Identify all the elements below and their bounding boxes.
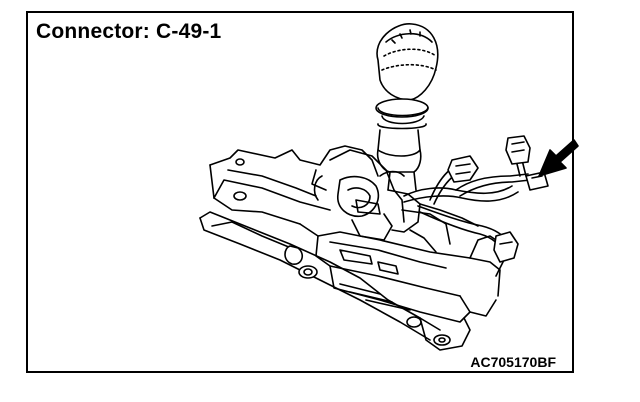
arrow-pointer-icon [538,139,579,177]
gate-housing [284,223,505,351]
shift-boot [375,98,429,191]
shift-knob [376,23,439,101]
diagram-frame [26,11,574,373]
connector-secondary [447,155,519,263]
connector-c-49-1 [505,135,549,191]
figure-code: AC705170BF [470,354,556,370]
diagram-title: Connector: C-49-1 [36,20,222,43]
lever-mechanism [311,149,479,253]
